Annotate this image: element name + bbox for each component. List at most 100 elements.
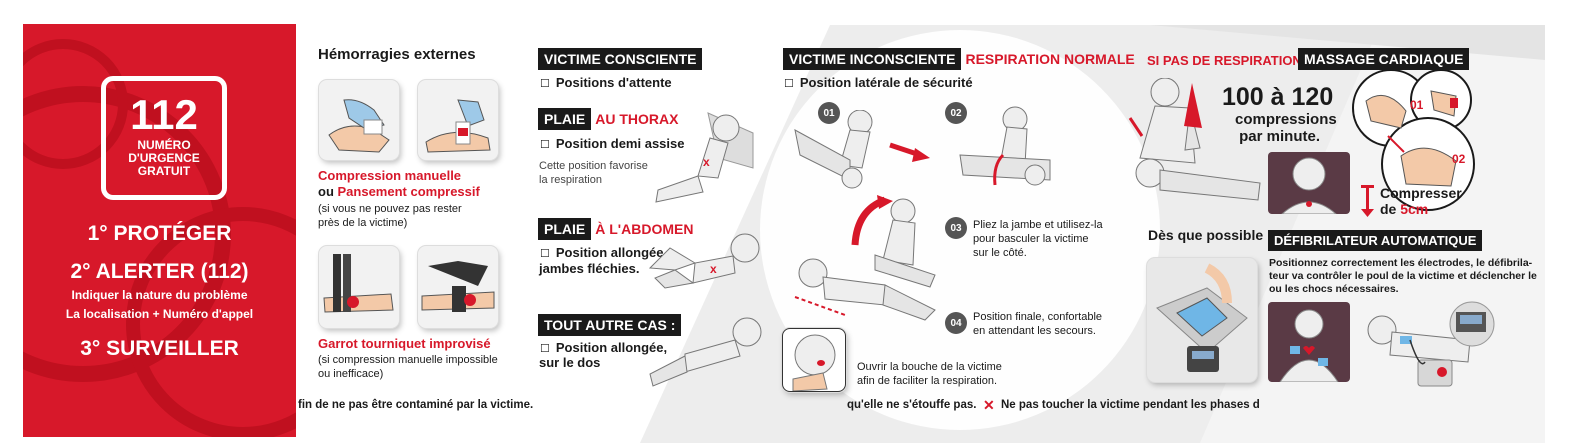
svg-text:x: x — [703, 155, 710, 169]
tourniquet-illustration-1 — [319, 246, 399, 328]
open-mouth-line-1: Ouvrir la bouche de la victime — [857, 361, 1002, 373]
aed-instructions: Positionnez correctement les électrodes,… — [1269, 257, 1537, 296]
hand-step-02: 02 — [1452, 152, 1466, 166]
step-alert-detail-2: La localisation + Numéro d'appel — [65, 307, 254, 321]
hand-compression-icon — [328, 99, 390, 153]
aed-device-icon — [1156, 263, 1248, 372]
compression-text: Compression manuelle ou Pansement compre… — [318, 168, 480, 200]
normal-breathing-red: RESPIRATION NORMALE — [965, 51, 1135, 67]
footer-text-3: Ne pas toucher la victime pendant les ph… — [1001, 399, 1259, 411]
recovery-step-3-figure-icon — [851, 195, 936, 288]
victim-chest-icon — [1281, 157, 1337, 214]
hand-position-circles-icon — [1352, 69, 1475, 211]
semi-seated-position: Position demi assise — [540, 136, 685, 151]
recovery-step-2-figure-icon — [959, 106, 1051, 186]
victim-chest-illustration — [1268, 152, 1350, 214]
asap-label: Dès que possible☐ — [1148, 227, 1277, 243]
cardiac-massage-box: MASSAGE CARDIAQUE — [1298, 48, 1470, 70]
thorax-red: AU THORAX — [595, 111, 679, 127]
recovery-position: Position latérale de sécurité — [784, 75, 973, 90]
step-monitor: 3° SURVEILLER — [80, 337, 239, 360]
aed-victim-icon — [1279, 309, 1339, 382]
aed-box: DÉFIBRILATEUR AUTOMATIQUE — [1268, 230, 1483, 251]
face-mouth-icon — [792, 334, 836, 391]
step-03-badge: 03 — [945, 217, 967, 239]
thorax-caption-1: Cette position favorise — [539, 160, 648, 172]
hemorrhage-title: Hémorragies externes — [318, 46, 476, 63]
step-3-instructions: Pliez la jambe et utilisez-la pour bascu… — [973, 218, 1103, 260]
or-label: ou — [318, 184, 338, 199]
step-3-line-1: Pliez la jambe et utilisez-la — [973, 219, 1103, 231]
compression-illustration-1 — [319, 80, 399, 160]
hand-step-01: 01 — [1410, 98, 1424, 112]
step-protect: 1° PROTÉGER — [87, 222, 232, 245]
thorax-box: PLAIE — [538, 108, 592, 130]
open-mouth-text: Ouvrir la bouche de la victime afin de f… — [857, 360, 1002, 388]
tourniquet-note-2: ou inefficace) — [318, 368, 384, 380]
lying-bent-figure-icon: x — [648, 233, 760, 289]
tourniquet-arm-icon — [323, 254, 394, 313]
aed-victim-illustration — [1268, 302, 1350, 382]
footer-text-1: fin de ne pas être contaminé par la vict… — [298, 399, 534, 411]
emergency-label: NUMÉRO D'URGENCE GRATUIT — [128, 138, 200, 178]
compress-text-1: Compresser — [1380, 185, 1462, 201]
aed-in-use-figure-icon — [1367, 301, 1495, 387]
abdomen-red: À L'ABDOMEN — [595, 221, 694, 237]
no-touch-x-icon: ✕ — [983, 397, 995, 413]
recovery-step-4-figure-icon — [794, 258, 936, 321]
pansement-label: Pansement compressif — [337, 184, 480, 199]
compression-note: (si vous ne pouvez pas rester près de la… — [318, 202, 462, 230]
step-4-instructions: Position finale, confortable en attendan… — [973, 310, 1102, 338]
compress-text-2: de 5cm — [1380, 201, 1428, 217]
cpr-figure-icon — [1128, 78, 1261, 201]
tourniquet-label: Garrot tourniquet improvisé — [318, 336, 491, 351]
thorax-caption: Cette position favorise la respiration — [539, 159, 648, 187]
step-4-line-2: en attendant les secours. — [973, 325, 1096, 337]
compress-depth-value: 5cm — [1400, 201, 1429, 217]
asap-text: Dès que possible — [1148, 227, 1264, 243]
step-3-line-2: pour basculer la victime — [973, 233, 1089, 245]
aed-line-3: ou les chocs nécessaires. — [1269, 283, 1399, 295]
step-02-badge: 02 — [945, 102, 967, 124]
emergency-number-box: 112 NUMÉRO D'URGENCE GRATUIT — [101, 76, 227, 200]
semi-seated-figure-icon: x — [655, 112, 754, 203]
aed-device-illustration — [1147, 258, 1257, 382]
no-breathing-label: SI PAS DE RESPIRATION : — [1147, 53, 1310, 68]
tourniquet-note-1: (si compression manuelle impossible — [318, 354, 498, 366]
thorax-caption-2: la respiration — [539, 174, 602, 186]
open-mouth-illustration — [782, 328, 846, 392]
tourniquet-illustration-2 — [418, 246, 498, 328]
aed-line-1: Positionnez correctement les électrodes,… — [1269, 257, 1533, 269]
compression-label: Compression manuelle — [318, 168, 462, 183]
other-case-box: TOUT AUTRE CAS : — [538, 314, 682, 336]
compression-note-1: (si vous ne pouvez pas rester — [318, 203, 462, 215]
compress-depth-arrow-icon — [1361, 185, 1374, 217]
step-alert-detail-1: Indiquer la nature du problème — [71, 288, 248, 302]
lying-back-figure-icon — [649, 317, 762, 387]
conscious-header: VICTIME CONSCIENTE — [538, 48, 703, 70]
svg-text:x: x — [710, 262, 717, 276]
footer-text-2: qu'elle ne s'étouffe pas. — [847, 399, 977, 411]
lying-bent-legs-1: Position allongée, — [540, 245, 667, 260]
unconscious-box: VICTIME INCONSCIENTE — [783, 48, 962, 70]
compression-note-2: près de la victime) — [318, 217, 408, 229]
waiting-positions: Positions d'attente — [540, 75, 672, 90]
lying-on-back-2: sur le dos — [539, 355, 601, 370]
bandage-icon — [425, 99, 491, 153]
step-01-badge: 01 — [818, 102, 840, 124]
compression-rate-big: 100 à 120 — [1222, 83, 1334, 111]
step-3-line-3: sur le côté. — [973, 247, 1027, 259]
lying-on-back-1: Position allongée, — [540, 340, 667, 355]
emergency-number: 112 — [130, 91, 198, 138]
compression-illustration-2 — [418, 80, 498, 160]
step-alert: 2° ALERTER (112) — [70, 260, 249, 283]
open-mouth-line-2: afin de faciliter la respiration. — [857, 375, 998, 387]
aed-line-2: teur va contrôler le poul de la victime … — [1269, 270, 1537, 282]
compression-rate-line-2: par minute. — [1239, 128, 1320, 145]
emergency-panel: 112 NUMÉRO D'URGENCE GRATUIT 1° PROTÉGER… — [23, 24, 296, 437]
tourniquet-knot-icon — [421, 261, 495, 312]
step-4-line-1: Position finale, confortable — [973, 311, 1103, 323]
panel-rings-decoration — [23, 39, 296, 437]
